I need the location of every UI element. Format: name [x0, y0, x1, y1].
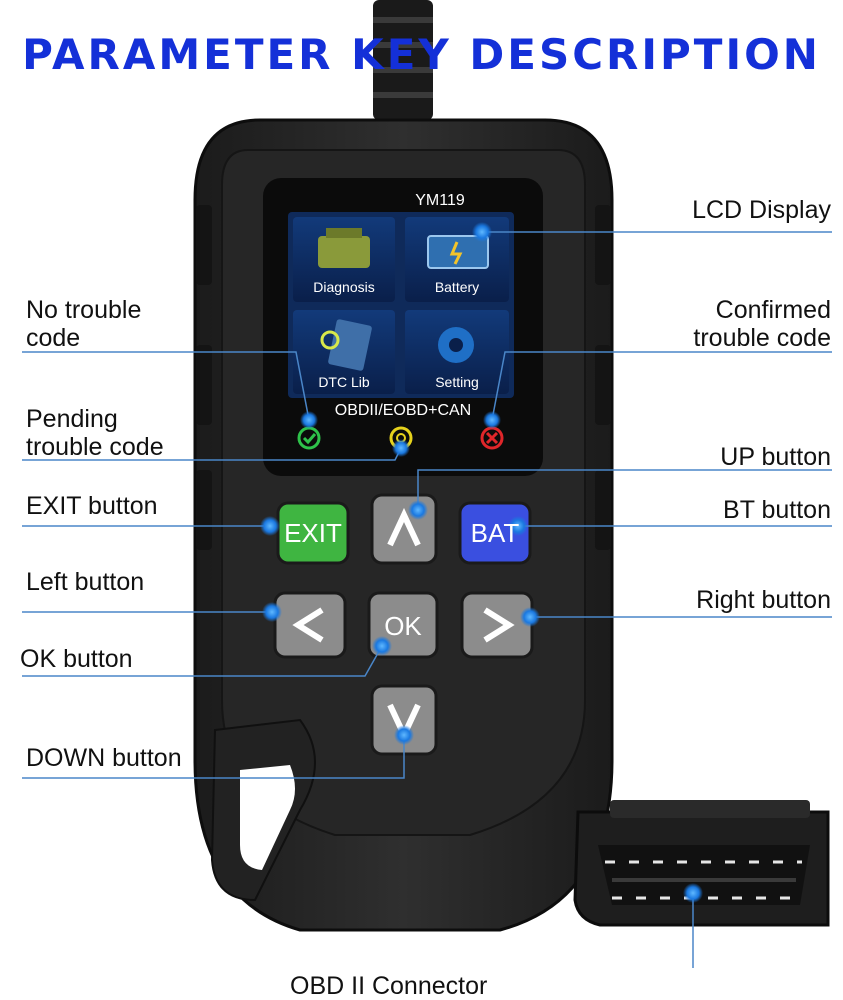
label-down-button: DOWN button: [26, 744, 182, 772]
obd-connector: [573, 800, 830, 927]
protocol-label: OBDII/EOBD+CAN: [335, 402, 471, 419]
ok-button-label: OK: [384, 611, 422, 641]
callout-dots: [260, 222, 703, 903]
label-confirmed-line2: trouble code: [693, 324, 831, 352]
label-no-trouble-code: No trouble code: [26, 296, 141, 352]
menu-setting: Setting: [435, 374, 479, 390]
label-no-trouble-line1: No trouble: [26, 296, 142, 324]
menu-dtc-lib: DTC Lib: [318, 374, 370, 390]
label-left-button: Left button: [26, 568, 145, 596]
label-up-button: UP button: [720, 443, 831, 471]
label-bt-button: BT button: [723, 496, 831, 524]
lcd-screen: [263, 178, 543, 476]
label-pending-line2: trouble code: [26, 433, 164, 461]
right-arrow-icon: [483, 607, 515, 643]
label-lcd-display: LCD Display: [692, 196, 831, 224]
label-exit-button: EXIT button: [26, 492, 158, 520]
right-button[interactable]: [460, 591, 534, 659]
label-confirmed-trouble-code: Confirmed trouble code: [693, 296, 831, 352]
left-button[interactable]: [273, 591, 347, 659]
up-arrow-icon: [387, 507, 421, 547]
label-obd-connector: OBD II Connector: [290, 972, 488, 1000]
label-ok-button: OK button: [20, 645, 133, 673]
leader-lines: [22, 231, 832, 968]
label-pending-line1: Pending: [26, 405, 118, 433]
left-arrow-icon: [292, 607, 324, 643]
label-confirmed-line1: Confirmed: [715, 296, 831, 324]
menu-battery: Battery: [435, 279, 479, 295]
label-right-button: Right button: [696, 586, 831, 614]
bat-button-label: BAT: [471, 518, 520, 548]
cable: [373, 0, 433, 120]
page-title: PARAMETER KEY DESCRIPTION: [22, 30, 821, 79]
exit-button-label: EXIT: [284, 518, 342, 548]
label-no-trouble-line2: code: [26, 324, 81, 352]
label-pending-trouble-code: Pending trouble code: [26, 405, 164, 461]
exit-button[interactable]: [276, 501, 350, 565]
menu-diagnosis: Diagnosis: [313, 279, 374, 295]
model-label: YM119: [415, 192, 465, 209]
